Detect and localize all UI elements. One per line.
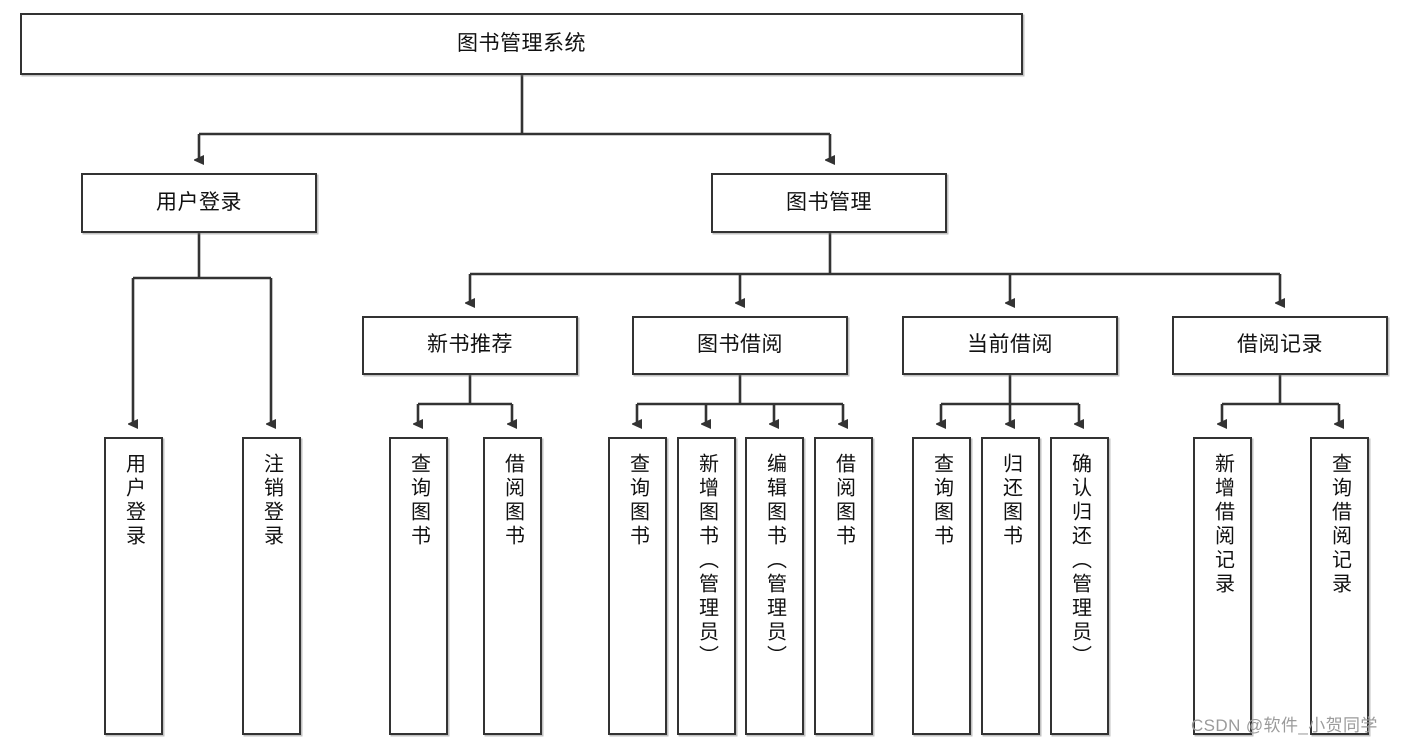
node-leaf-query-record[interactable]: 查询借阅记录	[1310, 437, 1369, 735]
node-leaf-user-logout-label: 注销登录	[260, 453, 283, 549]
node-book-manage[interactable]: 图书管理	[711, 173, 947, 233]
node-leaf-confirm-return-label: 确认归还（管理员）	[1068, 453, 1091, 669]
csdn-watermark: CSDN @软件_小贺同学	[1191, 716, 1378, 735]
node-borrow-record[interactable]: 借阅记录	[1172, 316, 1388, 375]
node-book-borrow[interactable]: 图书借阅	[632, 316, 848, 375]
node-leaf-borrow-book-2-label: 借阅图书	[832, 453, 855, 549]
node-root[interactable]: 图书管理系统	[20, 13, 1023, 75]
node-leaf-user-login-label: 用户登录	[122, 453, 145, 549]
node-leaf-borrow-book-1[interactable]: 借阅图书	[483, 437, 542, 735]
node-new-book-rec[interactable]: 新书推荐	[362, 316, 578, 375]
node-leaf-edit-book[interactable]: 编辑图书（管理员）	[745, 437, 804, 735]
node-leaf-query-book-2[interactable]: 查询图书	[608, 437, 667, 735]
node-root-label: 图书管理系统	[457, 31, 586, 55]
node-leaf-edit-book-label: 编辑图书（管理员）	[763, 453, 786, 669]
node-leaf-confirm-return[interactable]: 确认归还（管理员）	[1050, 437, 1109, 735]
node-leaf-query-book-1[interactable]: 查询图书	[389, 437, 448, 735]
node-book-manage-label: 图书管理	[786, 190, 872, 214]
node-leaf-user-logout[interactable]: 注销登录	[242, 437, 301, 735]
node-user-login-label: 用户登录	[156, 190, 242, 214]
node-leaf-borrow-book-1-label: 借阅图书	[501, 453, 524, 549]
node-current-borrow[interactable]: 当前借阅	[902, 316, 1118, 375]
node-leaf-user-login[interactable]: 用户登录	[104, 437, 163, 735]
node-leaf-query-book-2-label: 查询图书	[626, 453, 649, 549]
node-leaf-return-book[interactable]: 归还图书	[981, 437, 1040, 735]
node-leaf-query-book-1-label: 查询图书	[407, 453, 430, 549]
node-leaf-query-record-label: 查询借阅记录	[1328, 453, 1351, 597]
node-leaf-add-record[interactable]: 新增借阅记录	[1193, 437, 1252, 735]
node-leaf-query-book-3-label: 查询图书	[930, 453, 953, 549]
node-borrow-record-label: 借阅记录	[1237, 333, 1323, 357]
node-user-login[interactable]: 用户登录	[81, 173, 317, 233]
node-leaf-add-book[interactable]: 新增图书（管理员）	[677, 437, 736, 735]
node-book-borrow-label: 图书借阅	[697, 333, 783, 357]
node-new-book-rec-label: 新书推荐	[427, 333, 513, 357]
node-leaf-return-book-label: 归还图书	[999, 453, 1022, 549]
node-leaf-borrow-book-2[interactable]: 借阅图书	[814, 437, 873, 735]
node-leaf-add-record-label: 新增借阅记录	[1211, 453, 1234, 597]
node-leaf-add-book-label: 新增图书（管理员）	[695, 453, 718, 669]
node-leaf-query-book-3[interactable]: 查询图书	[912, 437, 971, 735]
node-current-borrow-label: 当前借阅	[967, 333, 1053, 357]
